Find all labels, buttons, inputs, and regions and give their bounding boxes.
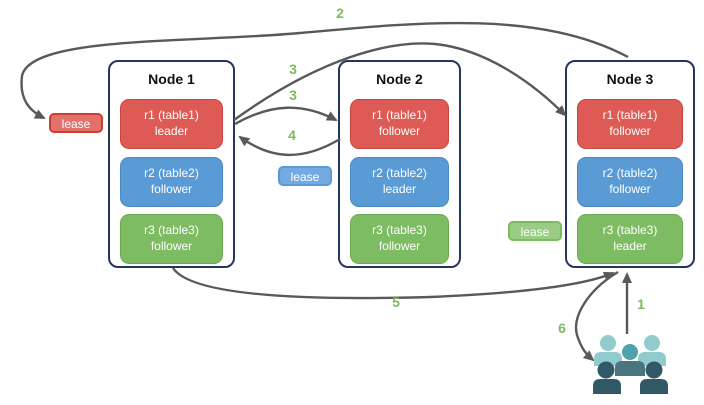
replica-role: leader — [154, 124, 189, 138]
users-icon — [593, 335, 668, 394]
replica-role: leader — [382, 182, 417, 196]
node-3-replica-r1: r1 (table1) follower — [577, 99, 683, 149]
arrow-step-3-node1-to-node2 — [234, 106, 338, 126]
node-1-replica-r1: r1 (table1) leader — [120, 99, 223, 149]
step-label-2: 2 — [336, 5, 344, 21]
node-2-replica-r1: r1 (table1) follower — [350, 99, 449, 149]
lease-badge-table1: lease — [49, 113, 103, 133]
step-label-3b: 3 — [289, 87, 297, 103]
lease-badge-table2: lease — [278, 166, 332, 186]
replica-name: r3 (table3) — [602, 223, 658, 238]
step-label-3a: 3 — [289, 61, 297, 77]
node-3-box: Node 3 r1 (table1) follower r2 (table2) … — [565, 60, 695, 268]
replica-role: follower — [150, 182, 193, 196]
replica-name: r1 (table1) — [372, 108, 427, 123]
replica-name: r2 (table2) — [144, 166, 199, 181]
step-label-5: 5 — [392, 294, 400, 310]
replica-role: follower — [378, 124, 421, 138]
replica-name: r3 (table3) — [372, 223, 427, 238]
replica-name: r3 (table3) — [144, 223, 199, 238]
replica-role: leader — [613, 239, 647, 253]
step-label-1: 1 — [637, 296, 645, 312]
node-3-title: Node 3 — [606, 71, 654, 87]
node-1-replica-r3: r3 (table3) follower — [120, 214, 223, 264]
replica-role: follower — [378, 239, 421, 253]
replica-role: follower — [609, 124, 651, 138]
replica-name: r2 (table2) — [602, 166, 658, 181]
node-2-title: Node 2 — [376, 71, 423, 87]
step-label-6: 6 — [558, 320, 566, 336]
node-2-replica-r3: r3 (table3) follower — [350, 214, 449, 264]
replica-name: r1 (table1) — [602, 108, 658, 123]
node-1-title: Node 1 — [148, 71, 195, 87]
node-1-replica-r2: r2 (table2) follower — [120, 157, 223, 207]
node-2-box: Node 2 r1 (table1) follower r2 (table2) … — [338, 60, 461, 268]
node-2-replica-r2: r2 (table2) leader — [350, 157, 449, 207]
replica-name: r2 (table2) — [372, 166, 427, 181]
replica-role: follower — [609, 182, 651, 196]
node-3-replica-r2: r2 (table2) follower — [577, 157, 683, 207]
node-3-replica-r3: r3 (table3) leader — [577, 214, 683, 264]
replica-name: r1 (table1) — [144, 108, 199, 123]
lease-badge-table3: lease — [508, 221, 562, 241]
replica-role: follower — [150, 239, 193, 253]
node-1-box: Node 1 r1 (table1) leader r2 (table2) fo… — [108, 60, 235, 268]
step-label-4: 4 — [288, 127, 296, 143]
